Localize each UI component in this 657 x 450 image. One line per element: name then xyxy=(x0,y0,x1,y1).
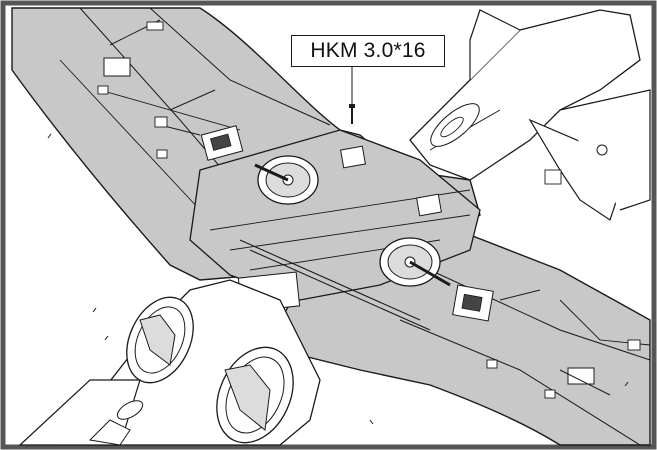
screw-spec-callout: HKM 3.0*16 xyxy=(291,35,445,67)
wheel-well-icon xyxy=(379,237,451,287)
engine-nacelles xyxy=(18,279,321,446)
wheel-well-icon xyxy=(254,155,319,205)
reference-marks xyxy=(47,133,629,425)
screw-icon xyxy=(349,66,355,124)
right-wing xyxy=(279,234,651,446)
tail-fin xyxy=(409,9,651,221)
